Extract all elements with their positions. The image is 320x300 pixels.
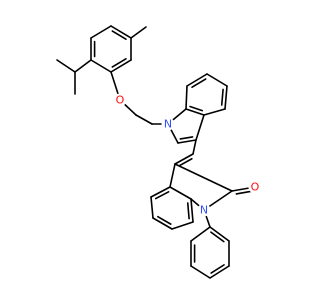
bond-o7-o7a xyxy=(190,198,194,223)
bond-o3a-o4-second xyxy=(154,190,170,200)
bond-i3-vc xyxy=(192,139,197,155)
bond-c1-c2 xyxy=(135,114,153,125)
bond-a2-a3 xyxy=(110,25,132,39)
bond-a4-a5 xyxy=(110,59,132,73)
bond-o5-o6-second xyxy=(157,215,172,225)
bond-a5-a6 xyxy=(90,59,112,73)
bond-ipr-ipr1 xyxy=(56,59,76,73)
bond-i3-i3a xyxy=(195,114,205,141)
bond-o7a-o3a xyxy=(169,186,192,200)
atom-o-carbonyl: O xyxy=(248,180,262,194)
atom-label-layer: O N N O xyxy=(113,93,262,217)
bond-i4-i3a xyxy=(203,108,226,116)
bond-i3a-i7a xyxy=(185,108,205,116)
bond-o7-o7a-second xyxy=(186,202,190,220)
bond-i7a-i7 xyxy=(185,85,188,110)
bond-a1-a2 xyxy=(90,25,112,39)
atom-n-lactam: N xyxy=(197,203,211,217)
bond-a4-a5-second xyxy=(111,58,127,68)
bond-i2-i3 xyxy=(177,139,197,144)
bond-o2-o3 xyxy=(174,163,233,192)
bond-i5-i4-second xyxy=(220,88,224,106)
bond-p1-p2-second xyxy=(210,231,225,243)
bond-o3-o3a xyxy=(169,163,176,188)
atom-n-indole: N xyxy=(161,117,175,131)
bond-p3-p4-second xyxy=(210,264,225,274)
bond-p4-p5 xyxy=(190,265,211,279)
structure-canvas: O N N O xyxy=(56,25,262,279)
bond-i7-i6-second xyxy=(191,78,207,88)
bond-p1-p2 xyxy=(209,226,230,242)
atom-n-indole-label: N xyxy=(164,118,172,131)
bond-a3-me xyxy=(130,26,147,39)
bond-a2-a3-second xyxy=(111,30,127,40)
bond-o5-o6 xyxy=(152,217,173,230)
molecule-diagram: O N N O xyxy=(56,25,262,279)
bond-o4-o5 xyxy=(150,196,154,219)
bond-vc-o3 xyxy=(174,153,194,165)
bond-i7-i6 xyxy=(186,73,208,87)
bond-i5-i4 xyxy=(224,85,228,110)
atom-o-carbonyl-label: O xyxy=(251,181,260,194)
atom-n-lactam-label: N xyxy=(200,204,208,217)
atom-o-ether: O xyxy=(113,93,127,107)
bond-o6-o7 xyxy=(171,221,194,230)
bond-a6-ipr xyxy=(74,59,92,73)
bond-p6-p1 xyxy=(190,226,211,242)
bond-o2-oc-second xyxy=(235,190,253,195)
bond-i3a-i7a-second xyxy=(189,105,204,112)
bond-i6-i5 xyxy=(206,73,228,87)
bond-i2-i3-second xyxy=(179,136,194,140)
atom-o-ether-label: O xyxy=(116,94,125,107)
bond-o3a-o4 xyxy=(150,186,171,198)
bond-p3-p4 xyxy=(209,265,230,279)
bond-layer xyxy=(56,25,256,279)
bond-vc-o3-second xyxy=(178,157,193,167)
